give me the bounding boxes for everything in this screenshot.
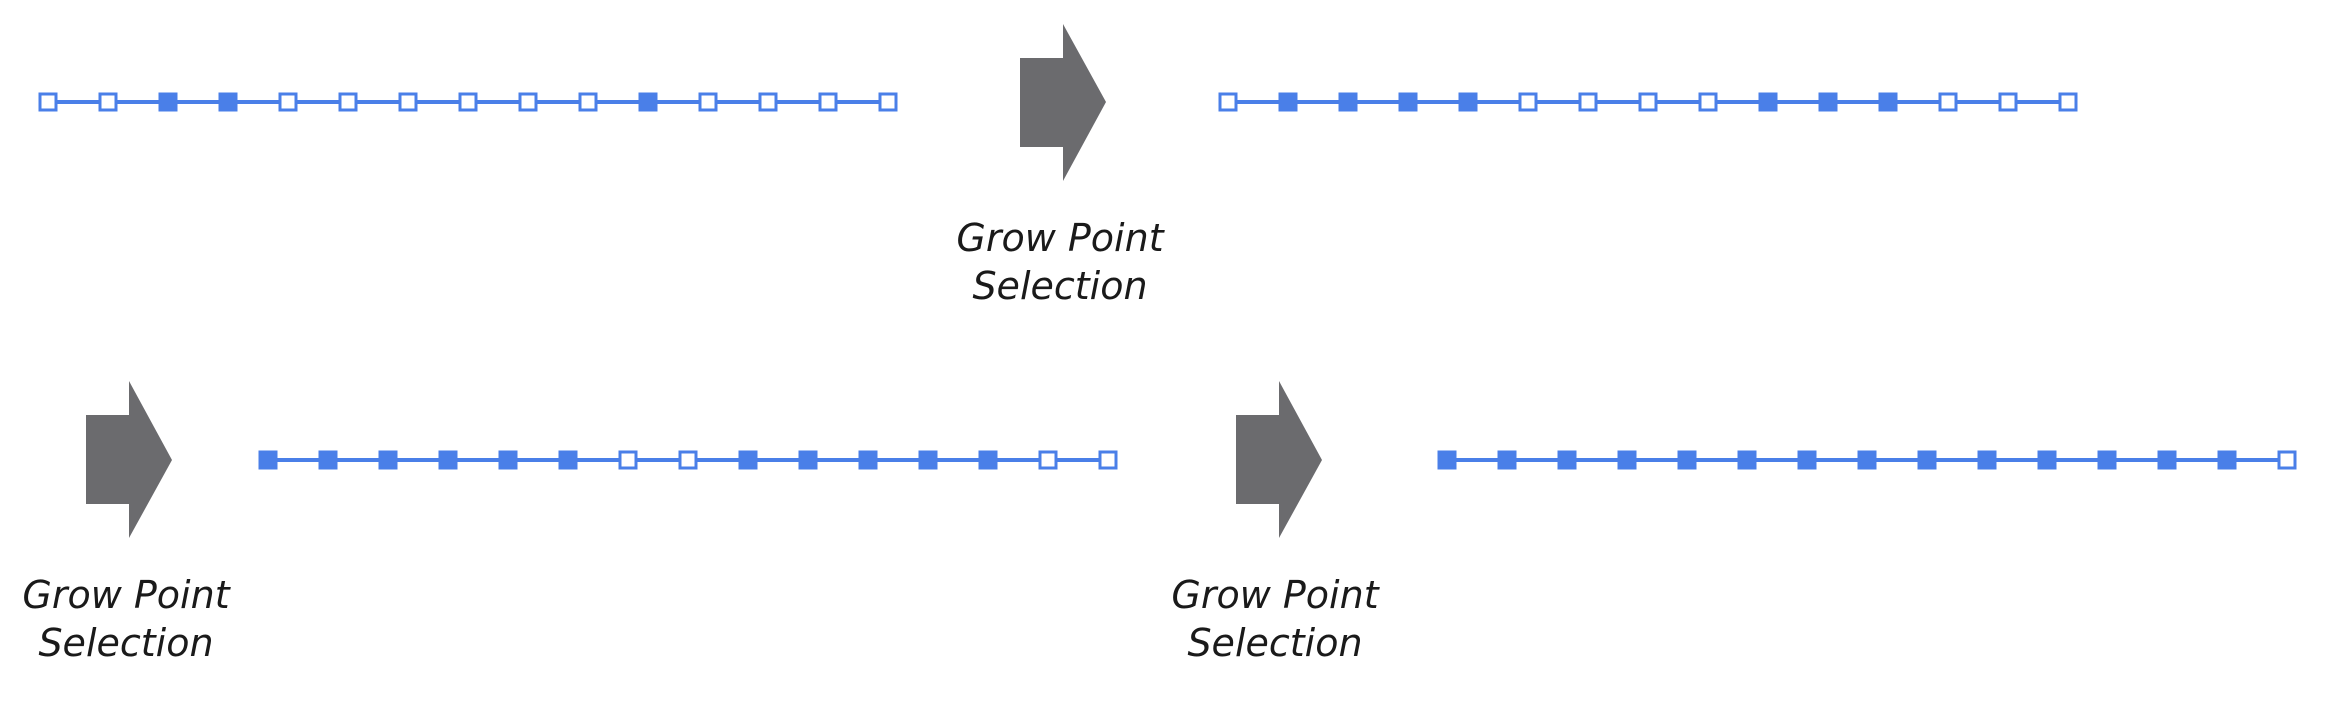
unselected-point[interactable] (1518, 92, 1538, 112)
selected-point[interactable] (978, 450, 998, 470)
selected-point[interactable] (378, 450, 398, 470)
selected-point[interactable] (918, 450, 938, 470)
unselected-point[interactable] (758, 92, 778, 112)
unselected-point[interactable] (678, 450, 698, 470)
selected-point[interactable] (498, 450, 518, 470)
selected-point[interactable] (1797, 450, 1817, 470)
selected-point[interactable] (1977, 450, 1997, 470)
arrow-label-line: Selection (38, 621, 214, 665)
right-arrow-icon (1020, 24, 1106, 181)
polyline-step-4 (1437, 450, 2297, 470)
polyline-step-3 (258, 450, 1118, 470)
selected-point[interactable] (1917, 450, 1937, 470)
unselected-point[interactable] (1638, 92, 1658, 112)
unselected-point[interactable] (518, 92, 538, 112)
unselected-point[interactable] (458, 92, 478, 112)
selected-point[interactable] (1737, 450, 1757, 470)
unselected-point[interactable] (1098, 450, 1118, 470)
selected-point[interactable] (1458, 92, 1478, 112)
unselected-point[interactable] (2058, 92, 2078, 112)
selected-point[interactable] (558, 450, 578, 470)
selected-point[interactable] (1437, 450, 1457, 470)
selected-point[interactable] (1338, 92, 1358, 112)
arrow-label-3: Grow Point Selection (1155, 571, 1395, 667)
selected-point[interactable] (318, 450, 338, 470)
unselected-point[interactable] (878, 92, 898, 112)
selected-point[interactable] (1497, 450, 1517, 470)
arrow-label-line: Selection (1187, 621, 1363, 665)
selected-point[interactable] (858, 450, 878, 470)
selected-point[interactable] (2037, 450, 2057, 470)
arrow-label-line: Grow Point (22, 573, 230, 617)
right-arrow-icon (86, 381, 172, 538)
arrow-label-line: Grow Point (956, 216, 1164, 260)
polyline-step-2 (1218, 92, 2078, 112)
unselected-point[interactable] (278, 92, 298, 112)
unselected-point[interactable] (818, 92, 838, 112)
polyline-step-1 (38, 92, 898, 112)
selected-point[interactable] (258, 450, 278, 470)
selected-point[interactable] (438, 450, 458, 470)
unselected-point[interactable] (338, 92, 358, 112)
unselected-point[interactable] (1038, 450, 1058, 470)
selected-point[interactable] (738, 450, 758, 470)
selected-point[interactable] (798, 450, 818, 470)
selected-point[interactable] (218, 92, 238, 112)
arrow-label-2: Grow Point Selection (6, 571, 246, 667)
selected-point[interactable] (638, 92, 658, 112)
selected-point[interactable] (1278, 92, 1298, 112)
unselected-point[interactable] (38, 92, 58, 112)
selected-point[interactable] (158, 92, 178, 112)
selected-point[interactable] (2217, 450, 2237, 470)
unselected-point[interactable] (98, 92, 118, 112)
right-arrow-icon (1236, 381, 1322, 538)
selected-point[interactable] (1857, 450, 1877, 470)
arrow-label-line: Selection (972, 264, 1148, 308)
arrow-label-line: Grow Point (1171, 573, 1379, 617)
unselected-point[interactable] (1578, 92, 1598, 112)
selected-point[interactable] (1557, 450, 1577, 470)
unselected-point[interactable] (1218, 92, 1238, 112)
selected-point[interactable] (1617, 450, 1637, 470)
unselected-point[interactable] (1938, 92, 1958, 112)
selected-point[interactable] (2157, 450, 2177, 470)
unselected-point[interactable] (1698, 92, 1718, 112)
unselected-point[interactable] (578, 92, 598, 112)
unselected-point[interactable] (2277, 450, 2297, 470)
selected-point[interactable] (2097, 450, 2117, 470)
selected-point[interactable] (1398, 92, 1418, 112)
selected-point[interactable] (1878, 92, 1898, 112)
selected-point[interactable] (1818, 92, 1838, 112)
selected-point[interactable] (1758, 92, 1778, 112)
selected-point[interactable] (1677, 450, 1697, 470)
unselected-point[interactable] (698, 92, 718, 112)
unselected-point[interactable] (618, 450, 638, 470)
arrow-label-1: Grow Point Selection (940, 214, 1180, 310)
unselected-point[interactable] (1998, 92, 2018, 112)
unselected-point[interactable] (398, 92, 418, 112)
